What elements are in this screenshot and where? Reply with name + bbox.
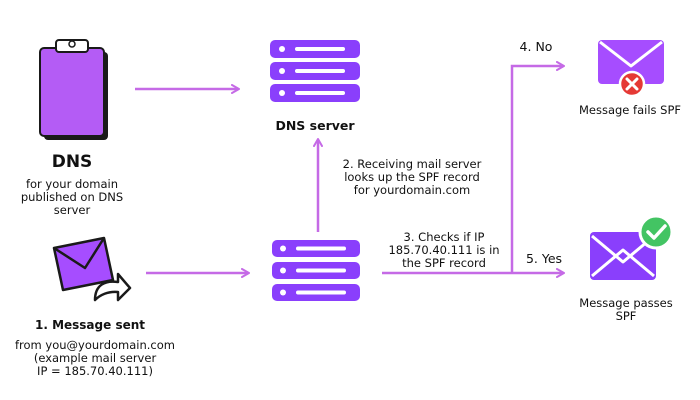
step3-line-3: the SPF record (402, 256, 486, 270)
dns-caption-line-3: server (53, 203, 91, 217)
step1-title: 1. Message sent (34, 318, 145, 332)
dns-caption: for your domain published on DNS server (0, 178, 144, 217)
step3-caption: 3. Checks if IP 185.70.40.111 is in the … (378, 231, 510, 270)
step2-line-1: 2. Receiving mail server (342, 157, 482, 171)
dns-title: DNS (51, 152, 93, 172)
step2-line-3: for yourdomain.com (353, 183, 471, 197)
step2-line-2: looks up the SPF record (344, 170, 480, 184)
pass-label: Message passes SPF (560, 297, 692, 323)
step1-line-3: IP = 185.70.40.111) (37, 364, 153, 378)
dns-caption-line-1: for your domain (25, 177, 119, 191)
step4-label: 4. No (519, 39, 553, 54)
pass-line-2: SPF (615, 309, 637, 323)
envelope-send-icon (52, 236, 132, 302)
step1-line-2: (example mail server (33, 351, 157, 365)
step3-line-2: 185.70.40.111 is in (388, 243, 500, 257)
step1-line-1: from you@yourdomain.com (15, 338, 175, 352)
fail-label: Message fails SPF (578, 103, 682, 117)
step5-label: 5. Yes (525, 251, 563, 266)
pass-line-1: Message passes (579, 296, 673, 310)
dns-server-icon (270, 40, 360, 102)
envelope-pass-icon (590, 214, 674, 280)
envelope-fail-icon (598, 40, 664, 98)
mail-server-icon (272, 240, 360, 301)
arrow-no-branch (510, 61, 565, 273)
dns-server-label: DNS server (275, 118, 355, 133)
step2-caption: 2. Receiving mail server looks up the SP… (326, 158, 498, 197)
clipboard-icon (39, 39, 108, 140)
step1-caption: from you@yourdomain.com (example mail se… (0, 339, 190, 378)
step3-line-1: 3. Checks if IP (403, 230, 485, 244)
dns-caption-line-2: published on DNS (20, 190, 124, 204)
